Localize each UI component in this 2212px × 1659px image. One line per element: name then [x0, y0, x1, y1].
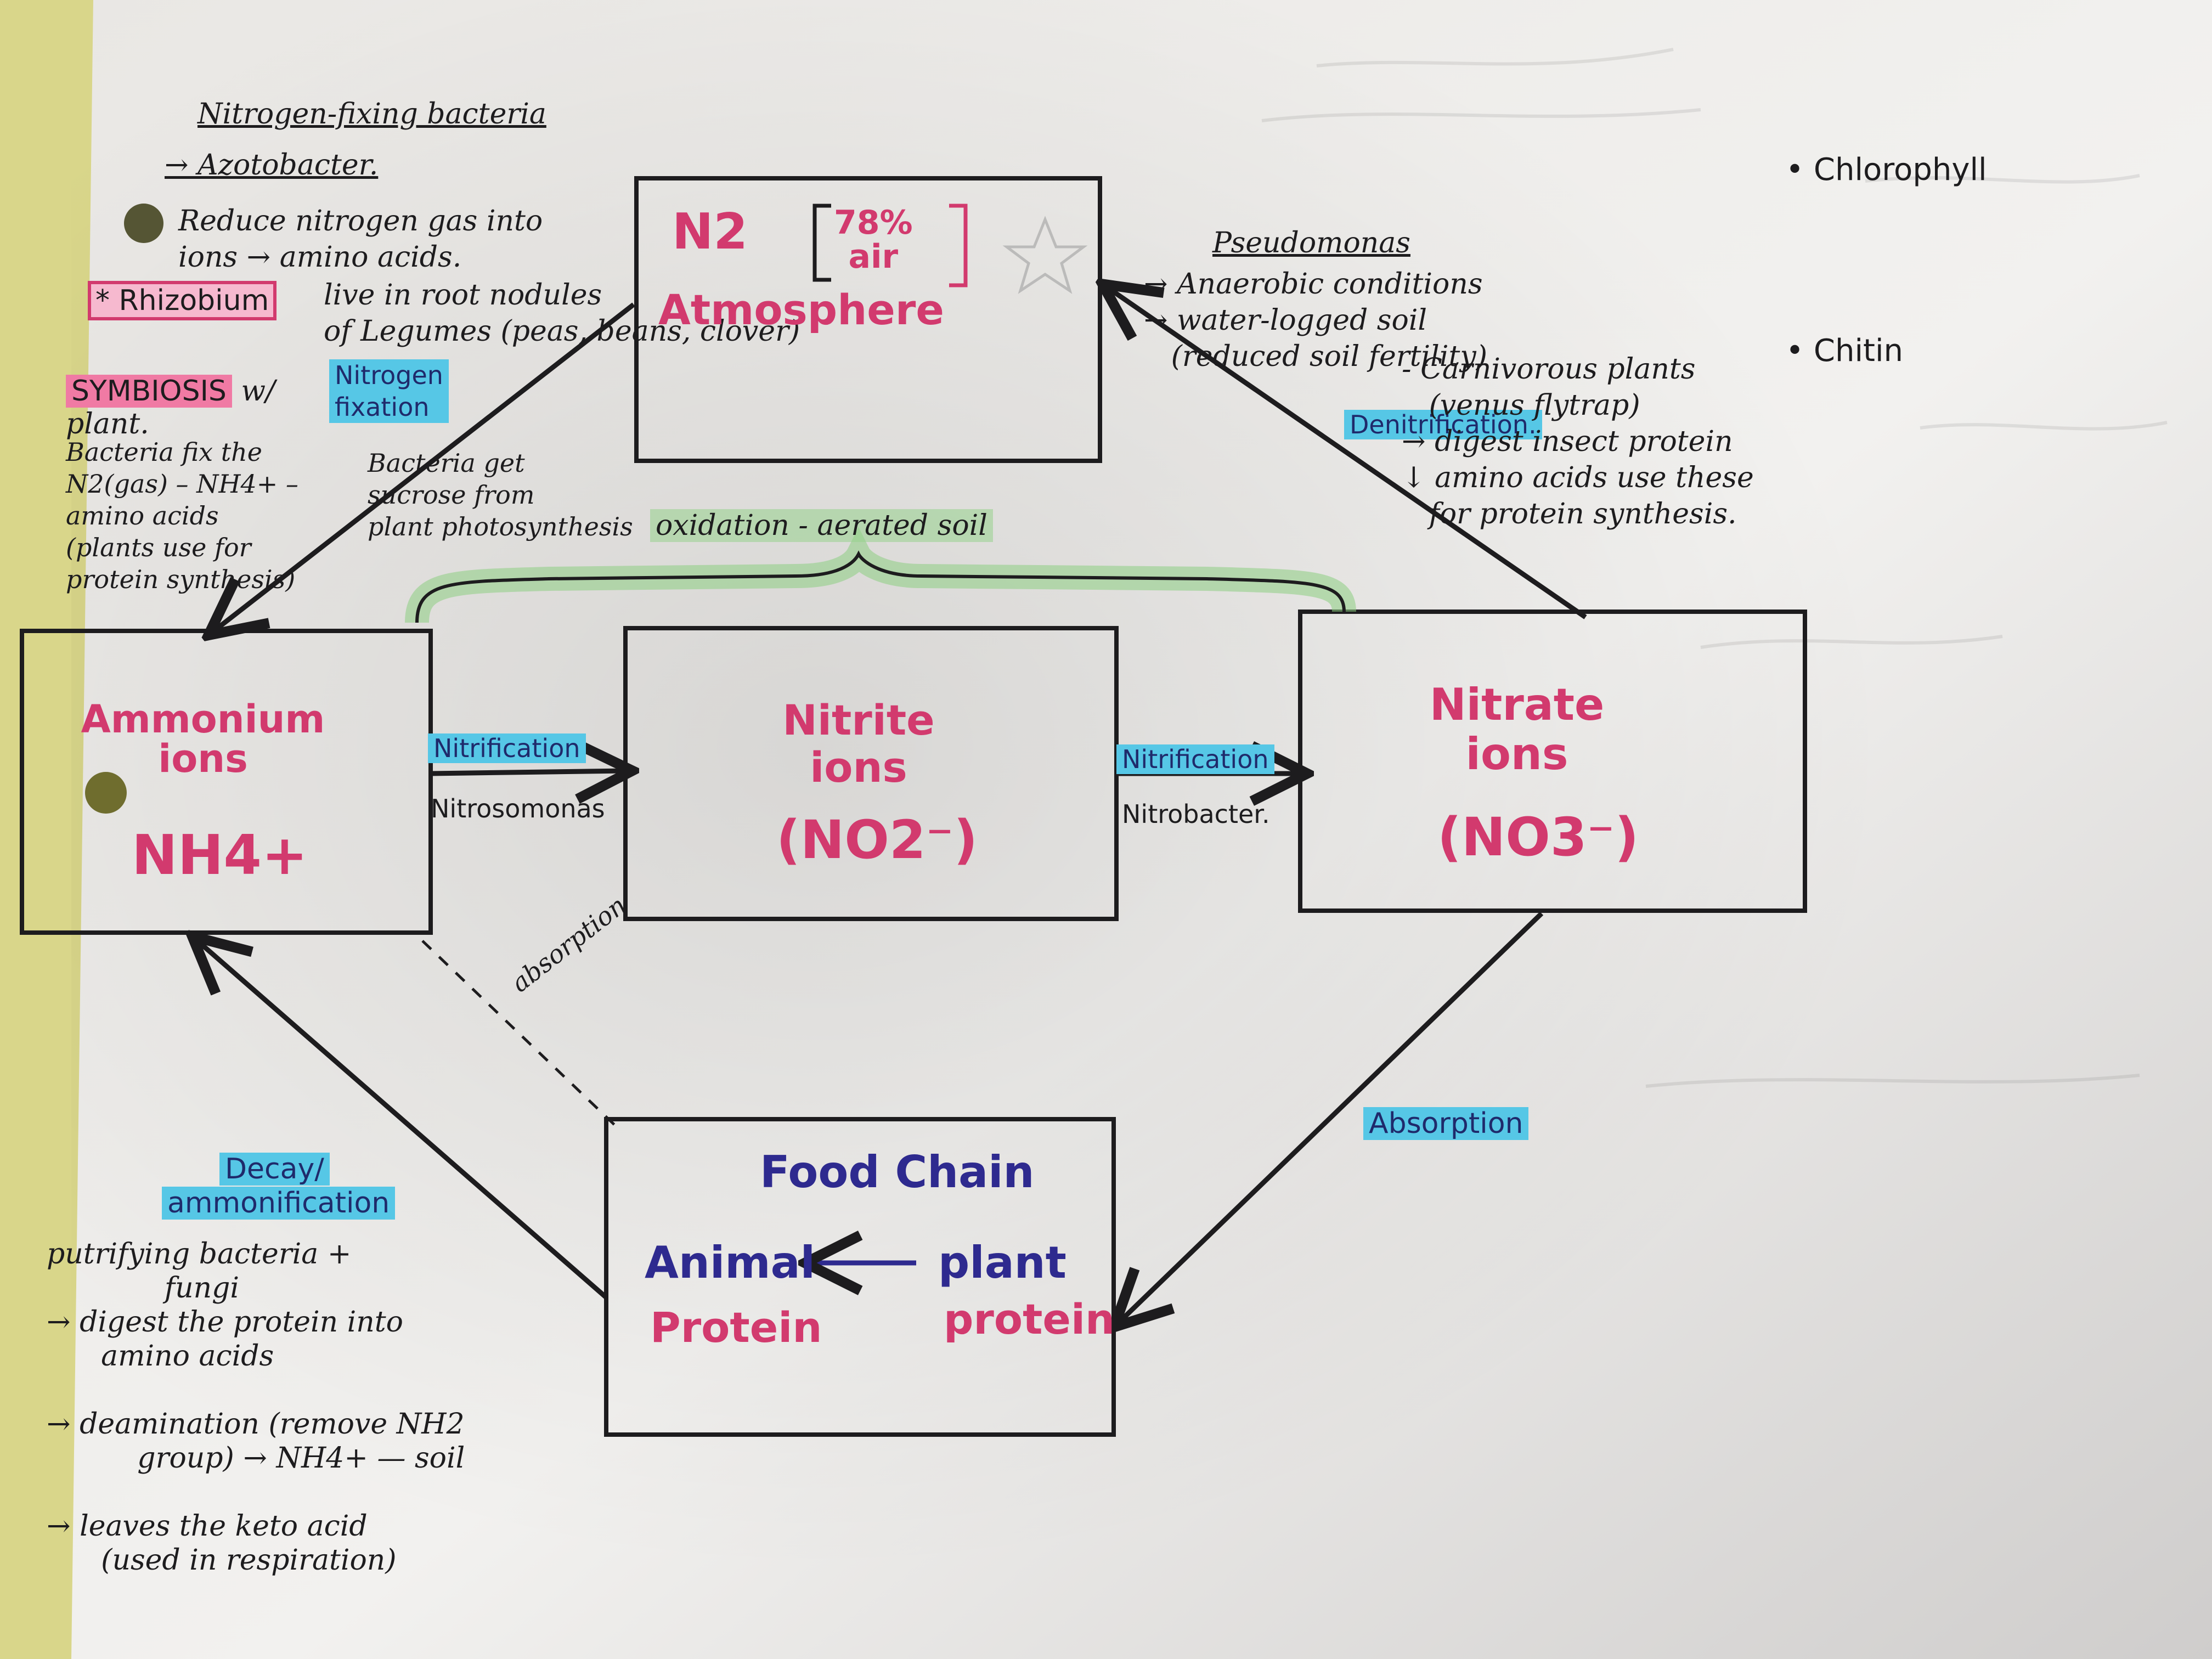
- ammonium-formula: NH4+: [132, 823, 308, 887]
- with-text: w/: [241, 375, 275, 408]
- plant-protein-label: protein: [944, 1295, 1115, 1344]
- nitrification-label-2: Nitrification: [1116, 743, 1274, 775]
- atmosphere-name: Atmosphere: [658, 285, 944, 334]
- nitrite-formula: (NO2⁻): [776, 809, 978, 871]
- animal-protein-label: Protein: [650, 1303, 822, 1352]
- rhizobium-line: * Rhizobium: [88, 281, 277, 320]
- star-icon: [1002, 216, 1088, 294]
- top-right-list: • Chlorophyll • Chitin: [1786, 19, 1987, 442]
- atmosphere-formula: N2: [672, 203, 748, 261]
- bacteria-fix-note: Bacteria fix the N2(gas) – NH4+ – amino …: [66, 437, 298, 594]
- symbiosis-line: SYMBIOSIS w/: [66, 373, 275, 409]
- nitrogen-fixing-heading: Nitrogen-fixing bacteria: [198, 98, 546, 131]
- pseudomonas-lines: → Anaerobic conditions → water-logged so…: [1144, 268, 1488, 373]
- punch-hole: [85, 772, 127, 814]
- nitrogen-fixation-label: Nitrogen fixation: [329, 359, 449, 423]
- arrow-decay: [198, 941, 608, 1300]
- food-chain-title: Food Chain: [760, 1147, 1035, 1198]
- arrow-nitrification-1: [430, 771, 625, 774]
- plant-text: plant.: [66, 408, 149, 441]
- absorption-label: Absorption: [1363, 1105, 1529, 1142]
- ammonification-label: ammonification: [162, 1185, 396, 1221]
- azotobacter-note: → Azotobacter.: [165, 149, 379, 182]
- nitrification-label-1: Nitrification: [428, 732, 586, 764]
- nitrite-name: Nitrite ions: [782, 696, 935, 792]
- nitrobacter-label: Nitrobacter.: [1122, 799, 1270, 829]
- rhizobium-tag: * Rhizobium: [88, 281, 277, 320]
- decay-label: Decay/: [219, 1151, 330, 1187]
- reduce-note: Reduce nitrogen gas into ions → amino ac…: [178, 205, 543, 274]
- ammonium-box: [20, 629, 433, 935]
- atmosphere-percent: 78% air: [834, 204, 913, 276]
- nitrate-formula: (NO3⁻): [1437, 806, 1639, 868]
- symbiosis-label: SYMBIOSIS: [66, 375, 232, 408]
- arrow-absorption: [1119, 911, 1544, 1322]
- plant-label: plant: [938, 1237, 1066, 1288]
- oxidation-label: oxidation - aerated soil: [650, 507, 993, 544]
- oxidation-brace: [405, 527, 1356, 623]
- list-item: • Chlorophyll: [1786, 152, 1987, 188]
- list-item: • Chitin: [1786, 333, 1904, 369]
- decay-notes: putrifying bacteria + fungi → digest the…: [47, 1238, 465, 1577]
- animal-label: Animal: [645, 1237, 816, 1288]
- arrow-denitrification: [1108, 288, 1587, 619]
- ammonium-name: Ammonium ions: [81, 697, 325, 781]
- nitrosomonas-label: Nitrosomonas: [431, 794, 605, 823]
- rhizobium-text: live in root nodules of Legumes (peas, b…: [324, 279, 800, 348]
- denitrification-label: Denitrification.: [1344, 409, 1542, 441]
- punch-hole: [124, 204, 163, 243]
- pseudomonas-heading: Pseudomonas: [1212, 227, 1410, 259]
- nitrate-name: Nitrate ions: [1429, 679, 1605, 780]
- carnivorous-note: - Carnivorous plants (venus flytrap) → d…: [1402, 353, 1754, 531]
- arrow-fixation: [214, 302, 635, 631]
- bacteria-get-note: Bacteria get sucrose from plant photosyn…: [368, 448, 633, 541]
